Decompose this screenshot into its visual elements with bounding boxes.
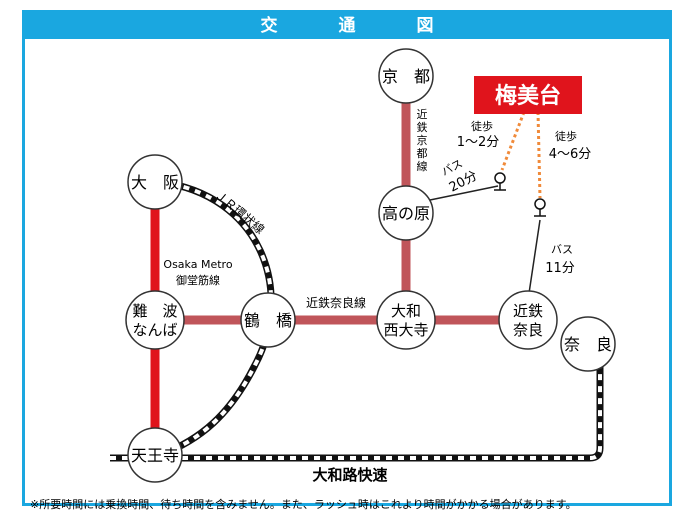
station-tennoji: 天王寺 [127, 427, 183, 483]
page-title: 交 通 図 [25, 13, 669, 39]
destination-box [474, 76, 582, 114]
svg-text:難 波: 難 波 [132, 302, 177, 320]
station-yamato-saidaiji: 大和 西大寺 [376, 290, 436, 350]
svg-text:奈 良: 奈 良 [564, 335, 612, 354]
svg-text:近: 近 [417, 108, 428, 121]
bus-route-kintetsu-nara [527, 219, 541, 301]
station-osaka: 大 阪 [127, 154, 183, 210]
walk-right-label: 徒歩 [555, 129, 577, 143]
station-tsuruhashi: 鶴 橋 [240, 292, 296, 348]
svg-text:高の原: 高の原 [382, 204, 430, 223]
metro-label-2: 御堂筋線 [176, 273, 220, 287]
station-takanohara: 高の原 [378, 185, 434, 241]
svg-text:近鉄: 近鉄 [513, 302, 543, 320]
svg-text:大和: 大和 [391, 302, 421, 320]
walk-left-label: 徒歩 [471, 119, 493, 133]
walk-left-time: 1〜2分 [457, 135, 500, 150]
destination-label: 梅美台 [495, 83, 561, 109]
station-kyoto: 京 都 [378, 48, 434, 104]
svg-text:線: 線 [417, 159, 428, 173]
svg-text:西大寺: 西大寺 [383, 321, 428, 339]
walk-route-left [500, 111, 526, 171]
kintetsu-nara-line-label: 近鉄奈良線 [306, 295, 366, 310]
walk-route-right [536, 111, 542, 199]
svg-text:京: 京 [417, 133, 428, 147]
walk-right-time: 4〜6分 [549, 147, 592, 162]
station-namba: 難 波 なんば [125, 290, 185, 350]
bus-right-time: 11分 [545, 261, 575, 276]
bus-route-takanohara [429, 185, 499, 201]
bus-right-label: バス [551, 243, 573, 256]
station-kintetsu-nara: 近鉄 奈良 [498, 290, 558, 350]
bus-stop-icon [534, 198, 546, 217]
svg-text:なんば: なんば [132, 321, 177, 339]
yamatoji-label: 大和路快速 [312, 466, 387, 484]
jr-loop-label: ＪＲ環状線 [212, 187, 268, 237]
svg-text:大 阪: 大 阪 [131, 173, 179, 192]
bus-stop-icon [494, 172, 506, 191]
svg-text:天王寺: 天王寺 [131, 446, 179, 465]
svg-text:奈良: 奈良 [513, 321, 543, 339]
metro-label-1: Osaka Metro [163, 258, 232, 271]
svg-text:鉄: 鉄 [417, 120, 428, 134]
kintetsu-kyoto-line-label: 近 鉄 京 都 線 [417, 108, 428, 173]
station-nara: 奈 良 [560, 316, 616, 372]
footnote: ※所要時間には乗換時間、待ち時間を含みません。また、ラッシュ時はこれより時間がか… [30, 498, 577, 511]
svg-text:京 都: 京 都 [382, 67, 430, 86]
svg-text:鶴 橋: 鶴 橋 [244, 311, 292, 330]
svg-text:都: 都 [417, 147, 428, 160]
